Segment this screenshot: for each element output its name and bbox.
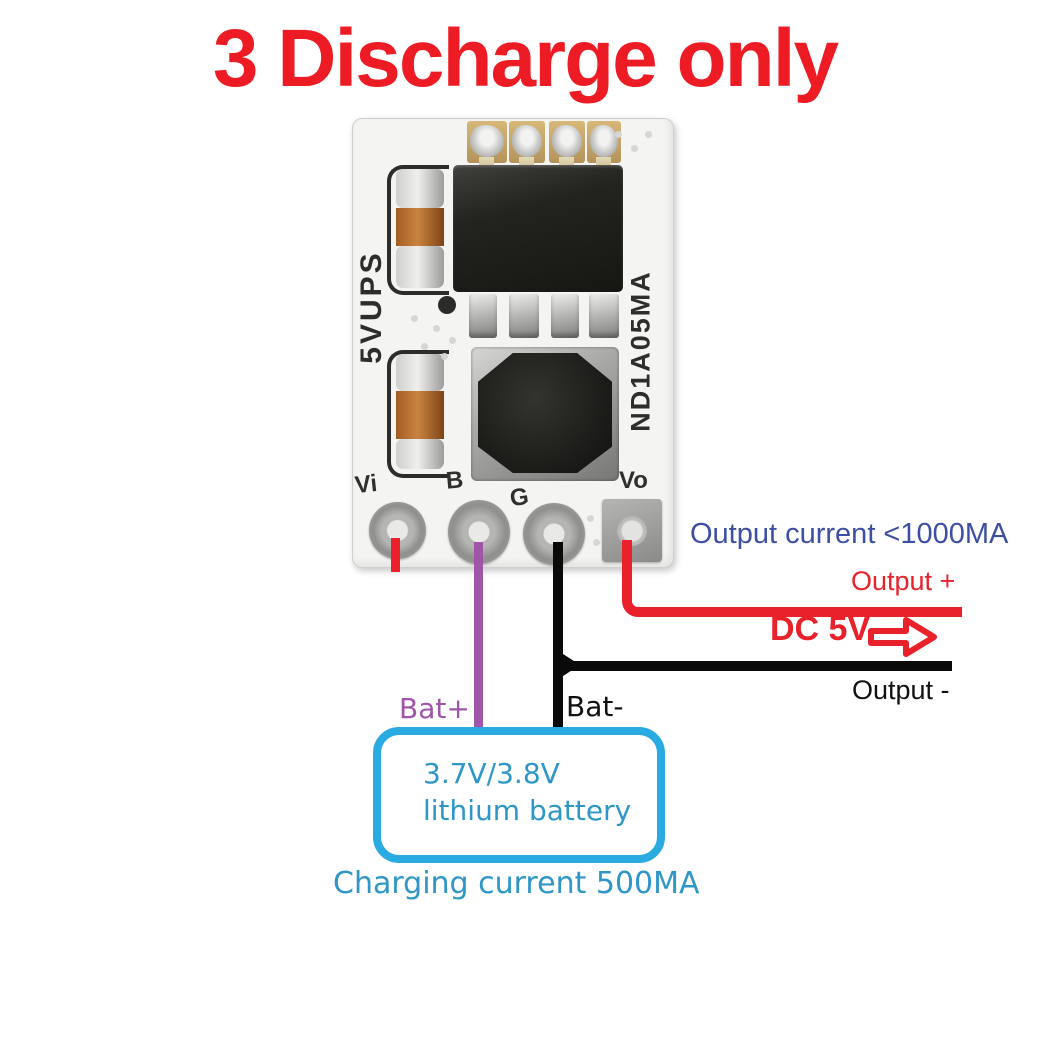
pcb-module-photo: 5VUPS ND1A05MA Vi B G Vo	[352, 118, 674, 568]
via-dot	[615, 131, 622, 138]
via-dot	[433, 325, 440, 332]
solder-pad	[551, 294, 579, 338]
wire-purple-bat-plus	[474, 542, 483, 728]
wire-black-output-minus	[560, 661, 952, 671]
label-output-minus: Output -	[852, 675, 950, 705]
solder-blob	[512, 125, 542, 157]
via-dot	[593, 539, 600, 546]
pin-label-g: G	[508, 482, 531, 513]
via-dot	[449, 337, 456, 344]
wire-black-bat-minus	[553, 542, 563, 728]
capacitor-body	[396, 208, 444, 246]
block-arrow-right-icon	[868, 617, 937, 657]
silkscreen-bracket	[387, 165, 449, 295]
via-dot	[441, 353, 448, 360]
capacitor-body	[396, 391, 444, 439]
solder-pad	[509, 121, 545, 163]
via-dot	[438, 296, 456, 314]
label-bat-minus: Bat-	[566, 690, 624, 723]
pin-label-b: B	[444, 466, 465, 495]
battery-voltage: 3.7V/3.8V	[423, 757, 560, 790]
solder-pad	[549, 121, 585, 163]
ic-chip	[453, 165, 623, 292]
wire-red-vi	[391, 538, 400, 572]
pin-label-vo: Vo	[619, 467, 648, 494]
via-dot	[587, 515, 594, 522]
label-bat-plus: Bat+	[399, 692, 470, 725]
wire-red-output-plus	[622, 540, 962, 617]
capacitor	[396, 169, 444, 288]
capacitor-terminal	[396, 246, 444, 288]
via-dot	[631, 145, 638, 152]
battery-box: 3.7V/3.8V lithium battery	[373, 727, 665, 863]
capacitor	[396, 354, 444, 469]
battery-type: lithium battery	[423, 794, 632, 827]
capacitor-terminal	[396, 354, 444, 391]
solder-pad	[469, 294, 497, 338]
solder-blob	[552, 125, 582, 157]
via-dot	[421, 343, 428, 350]
silkscreen-bracket	[387, 350, 449, 478]
via-dot	[411, 315, 418, 322]
solder-pad	[467, 121, 507, 163]
via-dot	[645, 131, 652, 138]
label-output-plus: Output +	[851, 566, 956, 596]
inductor-core	[478, 353, 612, 473]
solder-pad	[587, 121, 621, 163]
label-charging-current: Charging current 500MA	[333, 866, 700, 901]
solder-pad	[589, 294, 619, 338]
page-title: 3 Discharge only	[212, 13, 839, 104]
inductor	[471, 347, 619, 481]
solder-blob	[590, 125, 618, 157]
label-dc-5v: DC 5V	[770, 610, 871, 648]
solder-blob	[470, 125, 504, 157]
capacitor-terminal	[396, 169, 444, 208]
pin-label-vi: Vi	[353, 469, 379, 500]
label-output-current: Output current <1000MA	[690, 518, 1009, 550]
capacitor-terminal	[396, 439, 444, 469]
solder-pad	[509, 294, 539, 338]
